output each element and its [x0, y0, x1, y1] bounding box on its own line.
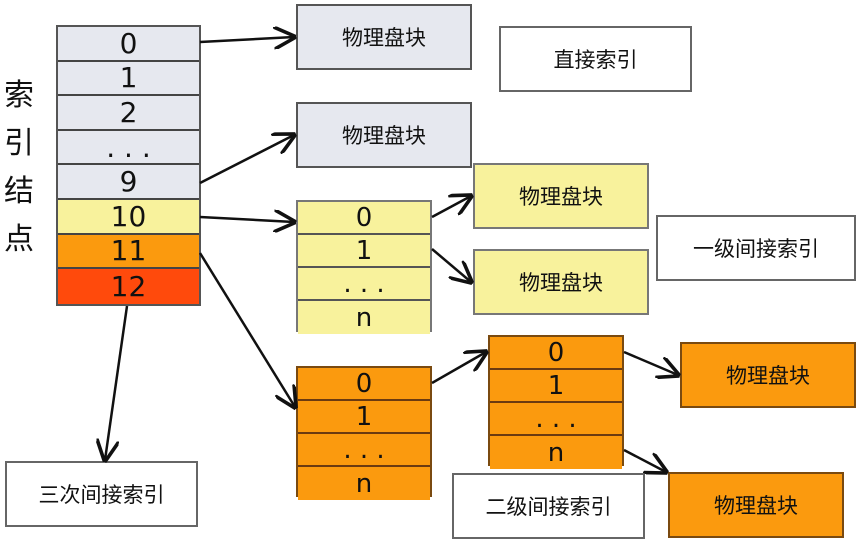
- physical-block-double-n: 物理盘块: [668, 472, 844, 538]
- arrow-single1-to-block: [431, 248, 471, 282]
- title-char: 点: [4, 222, 34, 257]
- single-indirect-table: 0 1 . . . n: [296, 200, 432, 334]
- title-char: 索: [4, 78, 34, 113]
- index-node-title: 索 引 结 点: [2, 72, 36, 264]
- double-l2-cell-n: n: [490, 436, 622, 469]
- arrow-double-l2-n-to-block: [623, 448, 666, 472]
- double-l2-cell-1: 1: [490, 370, 622, 403]
- arrow-cell10-to-single: [199, 217, 294, 222]
- index-cell-ellipsis: . . .: [58, 131, 199, 166]
- title-char: 结: [4, 174, 34, 209]
- arrow-cell0-to-block: [199, 37, 294, 42]
- double-l1-cell-ellipsis: . . .: [298, 434, 430, 467]
- arrow-double-l2-0-to-block: [623, 350, 678, 375]
- double-indirect-table-1: 0 1 . . . n: [296, 366, 432, 500]
- arrow-cell9-to-block: [199, 135, 294, 185]
- physical-block-direct-9: 物理盘块: [296, 102, 472, 168]
- double-l2-cell-ellipsis: . . .: [490, 403, 622, 436]
- double-l1-cell-0: 0: [298, 368, 430, 401]
- double-l1-cell-n: n: [298, 467, 430, 500]
- double-l2-cell-0: 0: [490, 337, 622, 370]
- index-cell-11: 11: [58, 234, 199, 270]
- index-node-table: 0 1 2 . . . 9 10 11 12: [56, 25, 201, 306]
- triple-indirect-label: 三次间接索引: [5, 461, 198, 527]
- single-cell-n: n: [298, 301, 430, 334]
- physical-block-single-1: 物理盘块: [473, 249, 649, 315]
- single-cell-0: 0: [298, 202, 430, 235]
- arrow-cell12-to-triple: [105, 305, 129, 460]
- arrow-cell11-to-double: [198, 252, 295, 407]
- title-char: 引: [4, 126, 34, 161]
- single-indirect-label: 一级间接索引: [656, 215, 856, 281]
- index-cell-10: 10: [58, 200, 199, 235]
- physical-block-double-0: 物理盘块: [680, 342, 856, 408]
- arrow-double-l1-to-l2: [431, 352, 486, 385]
- physical-block-single-0: 物理盘块: [473, 163, 649, 229]
- index-cell-2: 2: [58, 96, 199, 131]
- double-indirect-table-2: 0 1 . . . n: [488, 335, 624, 469]
- single-cell-ellipsis: . . .: [298, 268, 430, 301]
- arrow-single0-to-block: [431, 196, 471, 219]
- direct-index-label: 直接索引: [499, 26, 692, 92]
- double-indirect-label: 二级间接索引: [452, 473, 645, 539]
- physical-block-direct-0: 物理盘块: [296, 4, 472, 70]
- index-cell-1: 1: [58, 61, 199, 97]
- double-l1-cell-1: 1: [298, 401, 430, 434]
- index-cell-12: 12: [58, 269, 199, 304]
- index-cell-0: 0: [58, 27, 199, 62]
- index-cell-9: 9: [58, 165, 199, 200]
- single-cell-1: 1: [298, 235, 430, 268]
